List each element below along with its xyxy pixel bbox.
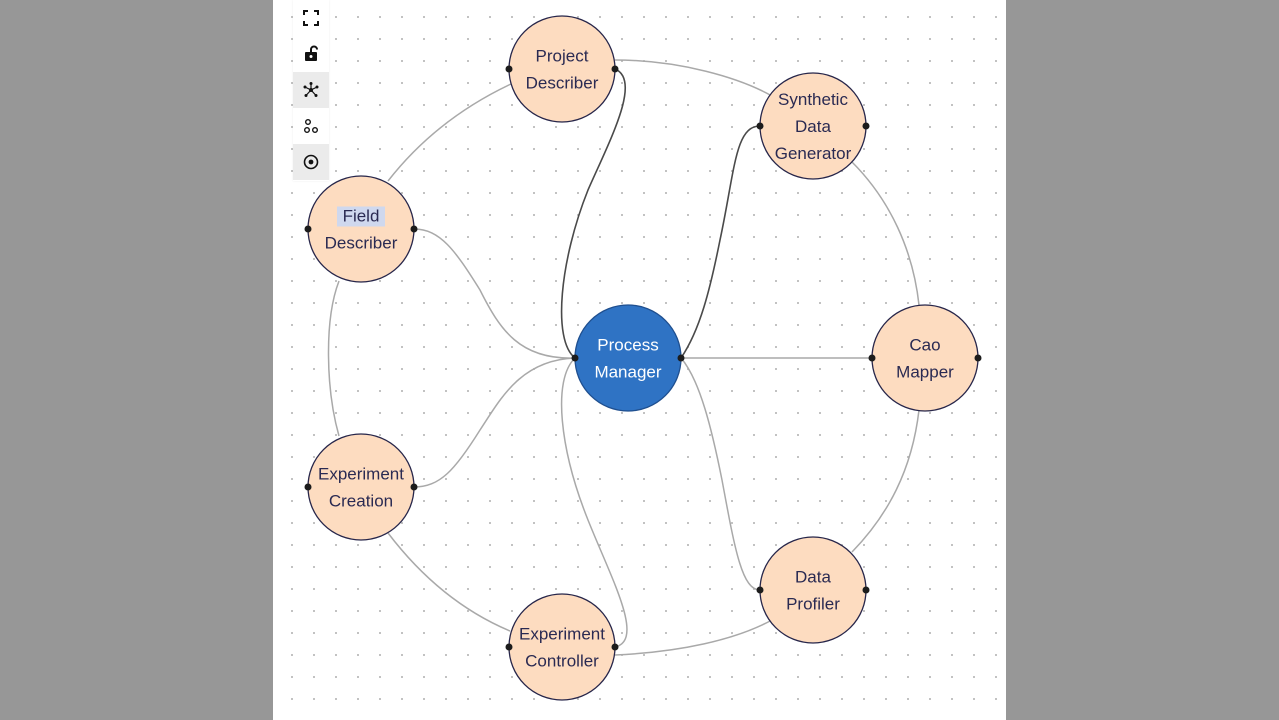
node-circle[interactable] <box>508 593 616 701</box>
node-label: Controller <box>525 652 599 671</box>
unlock-icon <box>305 45 318 61</box>
network-icon <box>303 82 319 97</box>
output-handle[interactable] <box>410 483 418 491</box>
lock-button[interactable] <box>293 36 329 72</box>
node-label: Creation <box>329 492 393 511</box>
input-handle[interactable] <box>505 65 513 73</box>
input-handle[interactable] <box>756 586 764 594</box>
node-circle[interactable] <box>508 15 616 123</box>
output-handle[interactable] <box>862 122 870 130</box>
node-label: Data <box>795 568 831 587</box>
target-icon <box>303 154 319 170</box>
node-label: Describer <box>526 74 599 93</box>
node-label: Field <box>343 207 380 226</box>
graph-toolbar <box>293 0 329 181</box>
node-label: Experiment <box>318 465 404 484</box>
fit-view-button[interactable] <box>293 0 329 36</box>
output-handle[interactable] <box>611 65 619 73</box>
edge-process-manager-to-project-describer[interactable] <box>560 68 626 359</box>
force-layout-button[interactable] <box>293 72 329 108</box>
edge-project-describer-to-synthetic-data-generator[interactable] <box>614 59 773 97</box>
edge-process-manager-to-field-describer[interactable] <box>413 228 576 359</box>
input-handle[interactable] <box>571 354 579 362</box>
node-label: Manager <box>594 363 661 382</box>
input-handle[interactable] <box>304 483 312 491</box>
input-handle[interactable] <box>505 643 513 651</box>
edge-process-manager-to-data-profiler[interactable] <box>680 357 761 591</box>
edge-data-profiler-to-experiment-controller[interactable] <box>614 619 773 656</box>
fullscreen-icon <box>303 10 319 26</box>
edge-field-describer-to-project-describer[interactable] <box>387 83 512 182</box>
edge-process-manager-to-experiment-controller[interactable] <box>560 357 628 648</box>
node-label: Cao <box>909 336 940 355</box>
node-label: Experiment <box>519 625 605 644</box>
center-view-button[interactable] <box>293 144 329 180</box>
edge-process-manager-to-experiment-creation[interactable] <box>413 357 576 488</box>
edge-cao-mapper-to-data-profiler[interactable] <box>851 409 920 553</box>
node-label: Profiler <box>786 595 840 614</box>
node-label: Describer <box>325 234 398 253</box>
output-handle[interactable] <box>677 354 685 362</box>
edge-process-manager-to-synthetic-data-generator[interactable] <box>680 125 761 359</box>
output-handle[interactable] <box>974 354 982 362</box>
node-label: Process <box>597 336 658 355</box>
node-circle[interactable] <box>574 304 682 412</box>
node-label: Mapper <box>896 363 954 382</box>
cluster-layout-button[interactable] <box>293 108 329 144</box>
cluster-icon <box>304 119 318 133</box>
node-circle[interactable] <box>871 304 979 412</box>
node-circle[interactable] <box>759 536 867 644</box>
edge-experiment-creation-to-field-describer[interactable] <box>327 280 340 437</box>
output-handle[interactable] <box>862 586 870 594</box>
text-selection-highlight <box>337 206 385 227</box>
edge-experiment-controller-to-experiment-creation[interactable] <box>387 532 511 632</box>
node-label: Generator <box>775 144 852 163</box>
edge-synthetic-data-generator-to-cao-mapper[interactable] <box>851 161 920 306</box>
input-handle[interactable] <box>868 354 876 362</box>
node-circle[interactable] <box>307 175 415 283</box>
output-handle[interactable] <box>410 225 418 233</box>
node-label: Data <box>795 117 831 136</box>
node-label: Project <box>536 47 589 66</box>
node-circle[interactable] <box>307 433 415 541</box>
input-handle[interactable] <box>756 122 764 130</box>
input-handle[interactable] <box>304 225 312 233</box>
output-handle[interactable] <box>611 643 619 651</box>
node-label: Synthetic <box>778 90 848 109</box>
